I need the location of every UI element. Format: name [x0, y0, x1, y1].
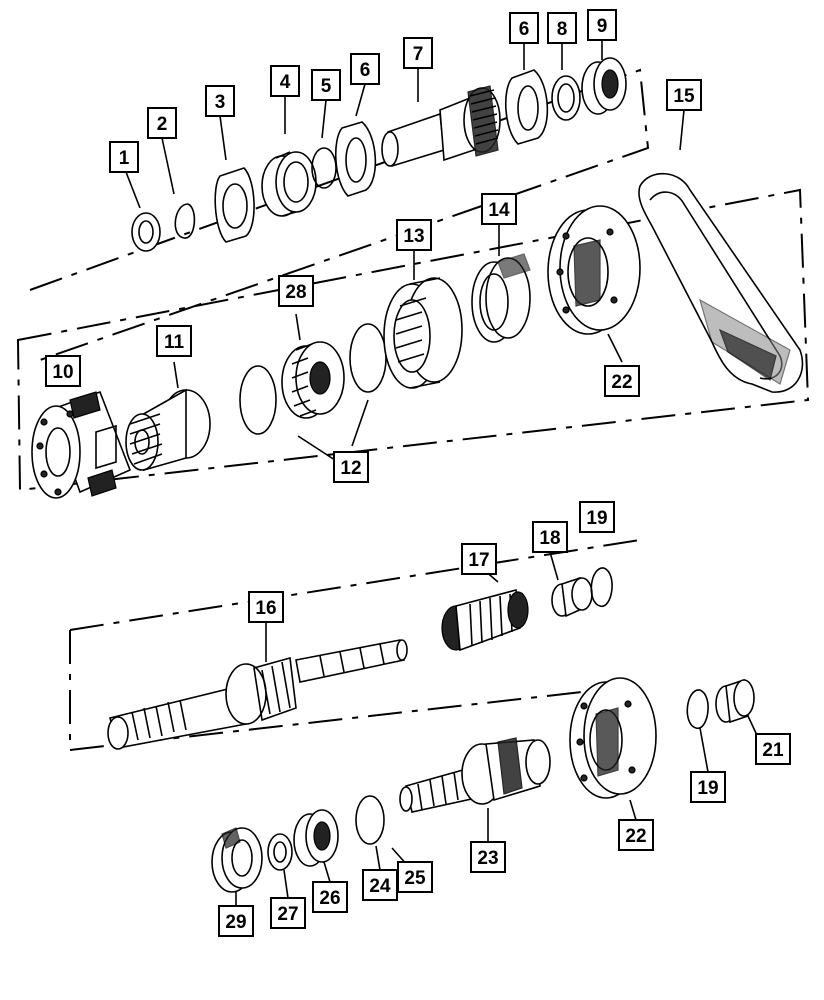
callout-19-upper: 19	[579, 501, 615, 533]
callout-28: 28	[278, 275, 314, 307]
callout-7: 7	[403, 37, 433, 69]
callout-22-lower: 22	[618, 819, 654, 851]
callout-12-label: 12	[340, 458, 361, 479]
callout-8-label: 8	[557, 19, 568, 40]
callout-22-upper: 22	[604, 365, 640, 397]
callout-13: 13	[396, 219, 432, 251]
callout-22-upper-label: 22	[611, 372, 632, 393]
part-1-thrust-washer	[131, 212, 161, 252]
callout-10-label: 10	[52, 362, 73, 383]
callout-9: 9	[587, 9, 617, 41]
callout-14-label: 14	[488, 200, 510, 221]
callout-6-left-label: 6	[360, 60, 371, 81]
part-23-front-output-shaft	[399, 737, 551, 813]
part-21-needle-bearing	[715, 678, 755, 724]
callout-29-label: 29	[225, 912, 246, 933]
section-outline-upper	[29, 68, 650, 361]
callout-19-lower: 19	[690, 771, 726, 803]
section-outline-lower	[69, 539, 641, 752]
part-17-roller-assembly	[441, 588, 529, 652]
callout-6-right: 6	[509, 12, 539, 44]
callout-23: 23	[470, 841, 506, 873]
callout-17: 17	[461, 543, 497, 575]
callout-16: 16	[248, 591, 284, 623]
part-2-snap-ring	[174, 203, 196, 239]
callout-10: 10	[45, 355, 81, 387]
part-25-snap-ring	[355, 795, 385, 845]
callout-27: 27	[270, 897, 306, 929]
callout-3-label: 3	[215, 92, 226, 113]
callout-24: 24	[362, 869, 398, 901]
callout-26: 26	[312, 881, 348, 913]
callout-16-label: 16	[255, 598, 276, 619]
callout-12: 12	[333, 451, 369, 483]
callout-29: 29	[218, 905, 254, 937]
part-22-drive-sprocket-upper	[547, 205, 641, 335]
part-7-output-shaft	[381, 85, 501, 168]
part-8-ring	[551, 75, 581, 121]
part-9-bearing	[581, 57, 627, 115]
callout-4: 4	[270, 65, 300, 97]
callout-13-label: 13	[403, 226, 424, 247]
part-3-plate	[214, 167, 255, 243]
callout-25-label: 25	[404, 868, 426, 889]
callout-26-label: 26	[319, 888, 340, 909]
callout-21: 21	[755, 733, 791, 765]
part-14-synchronizer-ring	[471, 253, 531, 343]
callout-2: 2	[147, 107, 177, 139]
part-6-plate-left	[334, 121, 377, 197]
part-10-planetary-carrier	[31, 390, 132, 499]
part-13-clutch-sleeve	[383, 277, 463, 389]
callout-11: 11	[156, 325, 192, 357]
part-19-snap-ring-upper	[590, 567, 613, 607]
part-6-plate-right	[504, 69, 549, 145]
leader-lines	[125, 40, 763, 906]
callout-7-label: 7	[413, 44, 424, 65]
callout-22-lower-label: 22	[625, 826, 646, 847]
callout-15-label: 15	[673, 86, 695, 107]
callout-18: 18	[532, 521, 568, 553]
callout-6-right-label: 6	[519, 19, 530, 40]
part-22-drive-sprocket-lower	[569, 677, 657, 799]
callout-9-label: 9	[597, 16, 608, 37]
callout-4-label: 4	[280, 72, 291, 93]
part-5-snap-ring	[311, 147, 337, 189]
part-19-snap-ring-lower	[686, 689, 709, 729]
part-28-hub-gear	[281, 341, 345, 419]
part-26-bearing	[293, 809, 339, 867]
callout-5-label: 5	[321, 76, 332, 97]
callout-19-upper-label: 19	[586, 508, 607, 529]
callout-17-label: 17	[468, 550, 489, 571]
part-11-sun-gear	[125, 388, 211, 472]
callout-3: 3	[205, 85, 235, 117]
callout-2-label: 2	[157, 114, 168, 135]
callout-21-label: 21	[762, 740, 784, 761]
callout-1: 1	[109, 141, 139, 173]
part-16-mainshaft	[107, 639, 408, 750]
callout-24-label: 24	[369, 876, 391, 897]
callout-1-label: 1	[119, 148, 130, 169]
callout-8: 8	[547, 12, 577, 44]
part-15-drive-chain	[638, 172, 804, 393]
callout-11-label: 11	[164, 332, 185, 353]
callout-23-label: 23	[477, 848, 498, 869]
part-4-bearing	[261, 151, 317, 217]
callout-27-label: 27	[277, 904, 298, 925]
section-outline-middle	[16, 188, 810, 492]
callout-18-label: 18	[539, 528, 560, 549]
callout-15: 15	[666, 79, 702, 111]
part-18-bushing	[551, 576, 593, 618]
callout-28-label: 28	[285, 282, 306, 303]
callout-25: 25	[397, 861, 433, 893]
callout-6-left: 6	[350, 53, 380, 85]
callout-5: 5	[311, 69, 341, 101]
part-27-washer	[267, 833, 293, 871]
callout-14: 14	[481, 193, 517, 225]
part-29-oil-seal	[211, 827, 263, 893]
callout-19-lower-label: 19	[697, 778, 718, 799]
